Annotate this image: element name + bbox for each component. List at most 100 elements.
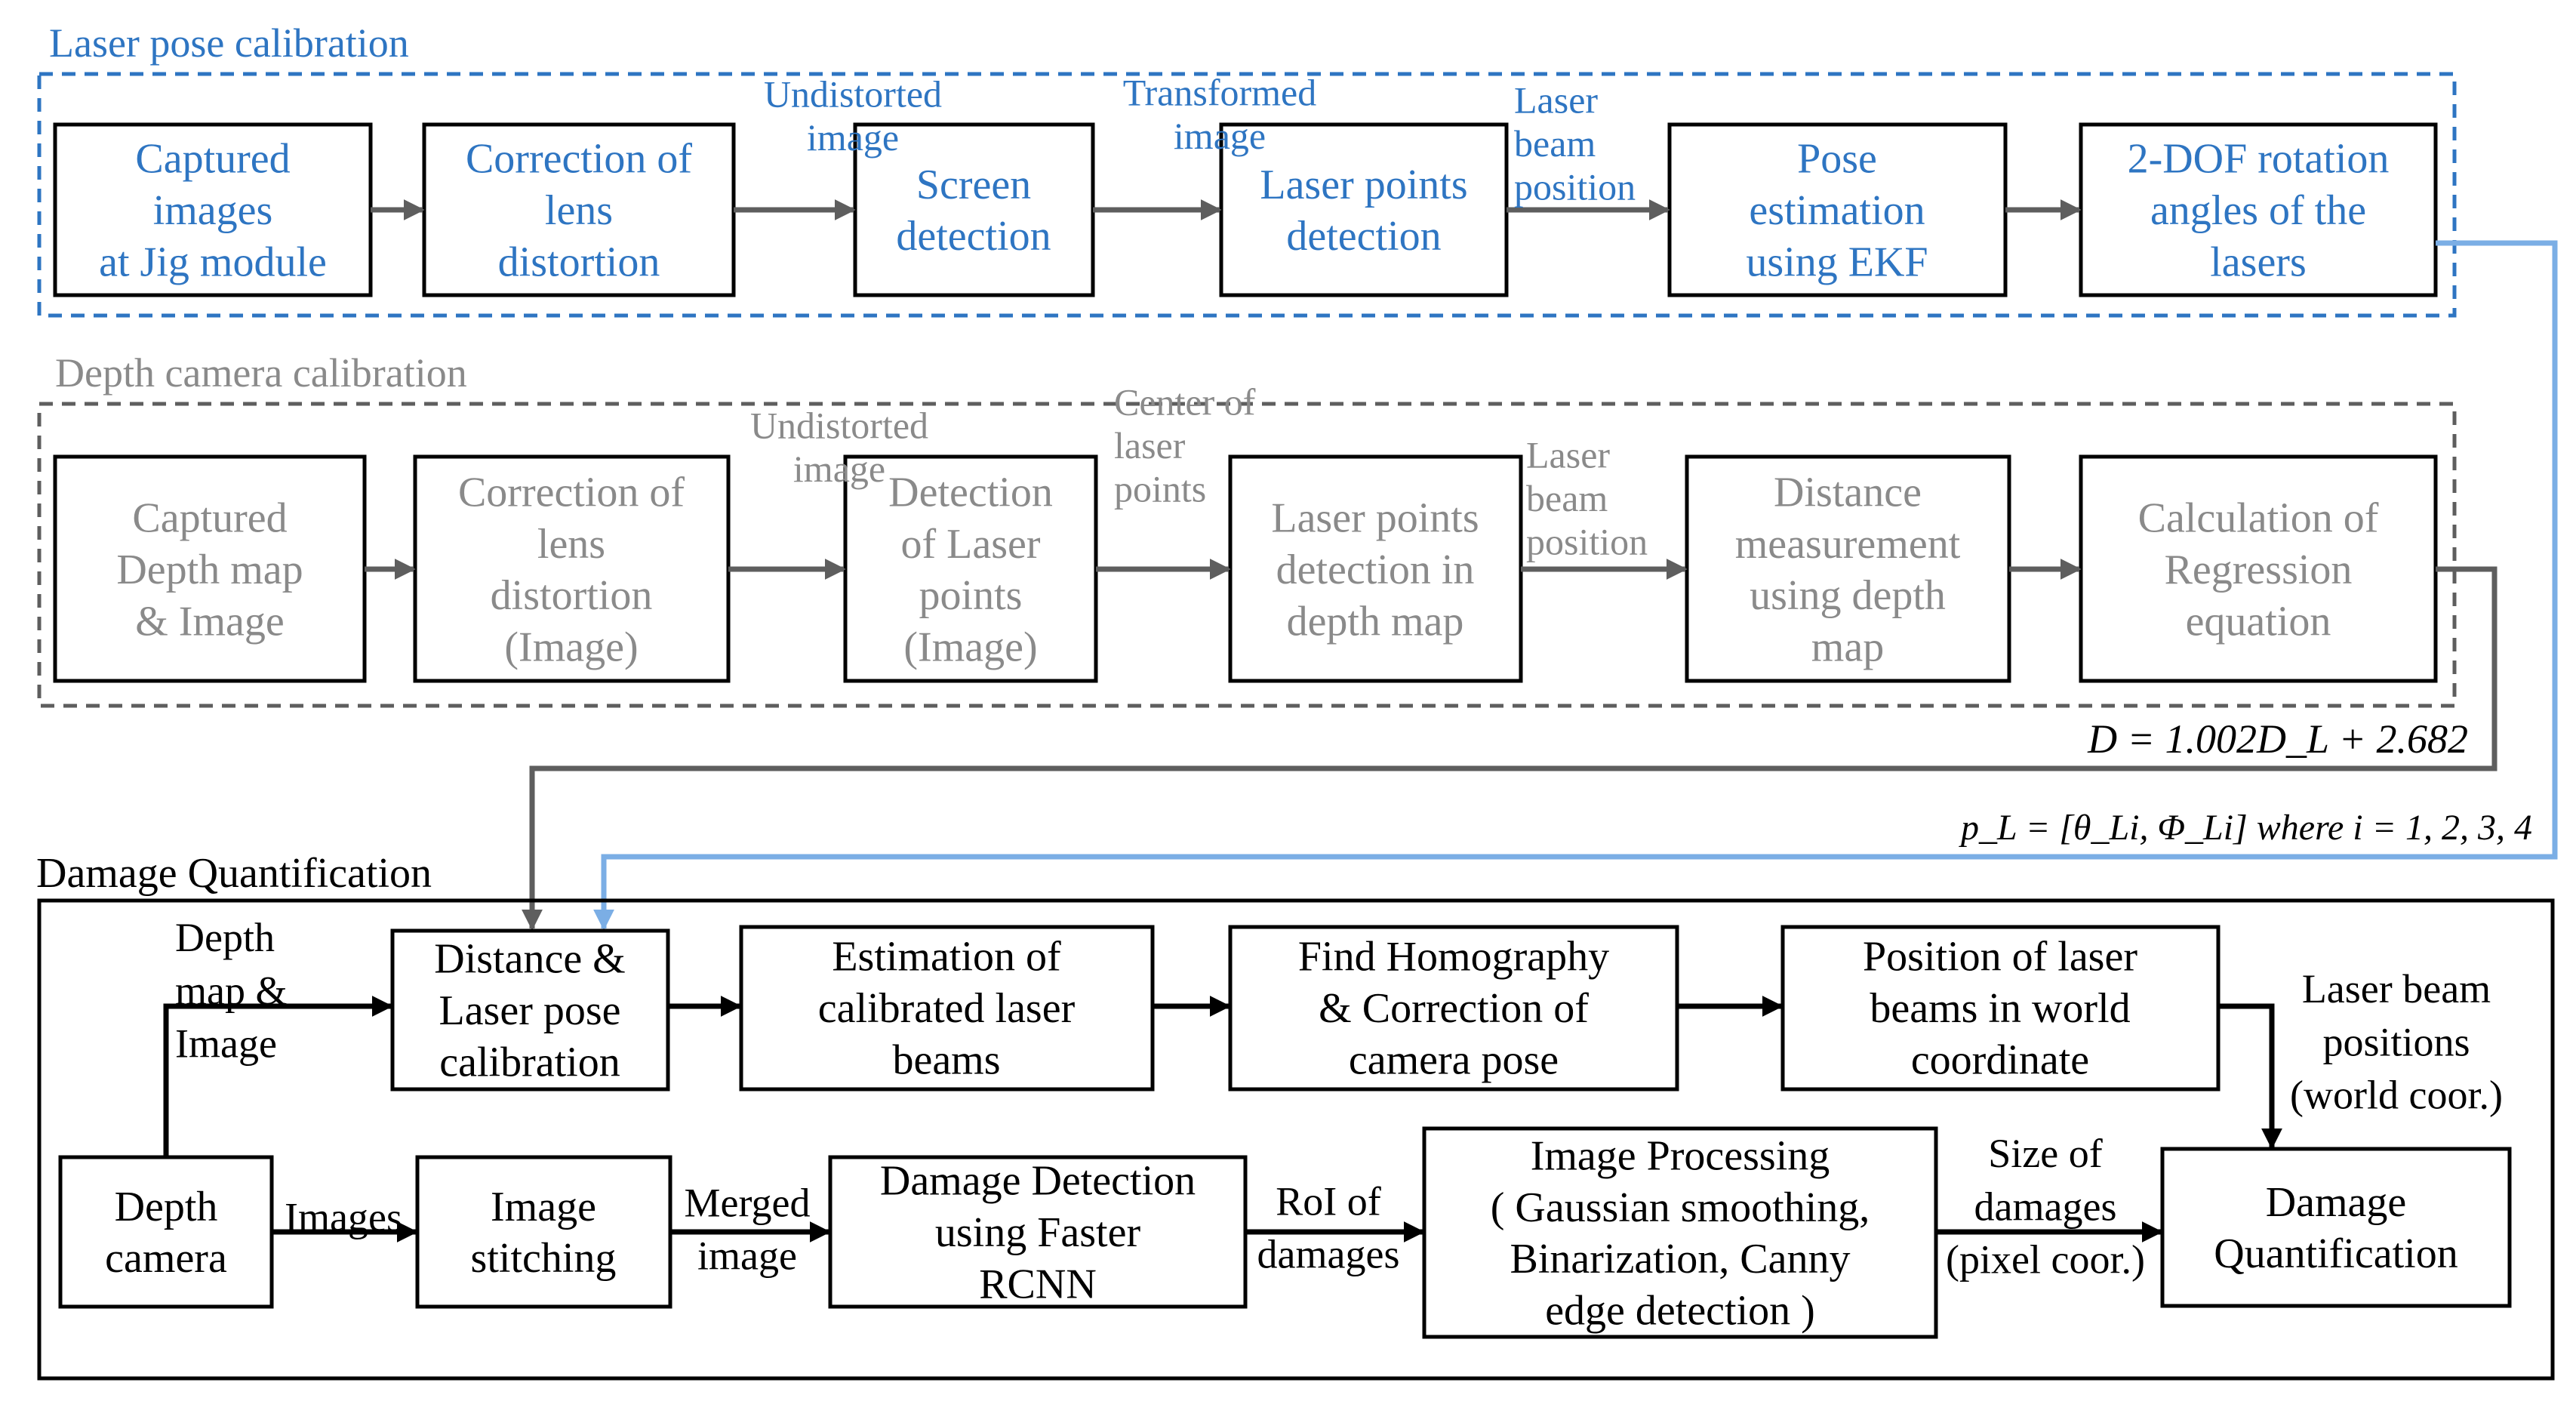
- text-line: Laser beam: [2302, 966, 2491, 1011]
- regression-equation: D = 1.002D_L + 2.682: [2087, 716, 2468, 762]
- text-line: Image: [175, 1021, 277, 1067]
- text-line: Laser points: [1260, 162, 1467, 208]
- depth-box-captured-depth-map: [53, 454, 367, 683]
- text-line: Damage Detection: [880, 1158, 1196, 1205]
- text-line: Correction of: [466, 136, 692, 183]
- damage-box-image-processing: [1422, 1126, 1938, 1339]
- text-line: RCNN: [979, 1261, 1097, 1307]
- text-line: Calculation of: [2138, 495, 2379, 542]
- text-line: calibration: [439, 1039, 620, 1085]
- damage-box-image-stitching: [415, 1155, 672, 1309]
- text-line: (pixel coor.): [1946, 1237, 2145, 1282]
- text-line: image: [697, 1233, 797, 1278]
- text-line: measurement: [1735, 521, 1961, 568]
- text-line: lens: [545, 187, 613, 234]
- text-line: beam: [1526, 477, 1608, 519]
- text-line: using Faster: [935, 1209, 1141, 1256]
- text-line: Screen: [916, 162, 1031, 208]
- text-line: Captured: [132, 495, 287, 542]
- text-line: Damage: [2266, 1179, 2407, 1226]
- depth-section-border: [37, 402, 2457, 708]
- depth-box-lens-correction: [413, 454, 731, 683]
- damage-box-distance-laser-calibration-label: Distance &Laser pose calibration: [434, 936, 625, 1086]
- damage-box-calibrated-beams: [739, 925, 1155, 1092]
- text-line: (Image): [504, 624, 638, 671]
- text-line: Size of: [1988, 1131, 2102, 1176]
- text-line: angles of the: [2150, 187, 2366, 234]
- text-line: Estimation of: [832, 934, 1061, 981]
- text-line: Binarization, Canny: [1510, 1236, 1850, 1282]
- damage-box-depth-camera-label: Depth camera: [105, 1184, 227, 1282]
- laser-box-laser-points-detection-label: Laser points detection: [1260, 162, 1467, 260]
- text-line: image: [807, 116, 899, 159]
- laser-section-border: [37, 72, 2457, 318]
- damage-section-border: [37, 898, 2555, 1381]
- text-line: (Image): [903, 624, 1037, 671]
- text-line: equation: [2186, 598, 2331, 645]
- text-line: distortion: [491, 572, 653, 619]
- laser-box-screen-detection-label: Screen detection: [896, 162, 1051, 260]
- text-line: camera pose: [1349, 1036, 1559, 1083]
- laser-section-title: Laser pose calibration: [49, 20, 409, 66]
- laser-box-pose-estimation: [1667, 122, 2008, 297]
- world-position-to-quantification-arrow: [2218, 1003, 2282, 1150]
- damage-edge-label-laser-positions: Laser beam positions (world coor.): [2290, 966, 2503, 1117]
- text-line: Distance: [1774, 470, 1922, 516]
- text-line: Distance &: [434, 936, 625, 983]
- text-line: Laser points: [1271, 495, 1479, 542]
- damage-edge-label-images: Images: [285, 1194, 402, 1239]
- damage-box-image-stitching-label: Image stitching: [471, 1184, 617, 1282]
- text-line: depth map: [1287, 598, 1464, 645]
- text-line: calibrated laser: [818, 985, 1076, 1032]
- text-line: image: [1174, 115, 1266, 157]
- text-line: distortion: [498, 239, 660, 285]
- text-line: detection: [1286, 213, 1441, 260]
- text-line: positions: [2322, 1019, 2470, 1064]
- damage-box-depth-camera: [58, 1155, 274, 1309]
- laser-pose-equation: p_L = [θ_Li, Φ_Li] where i = 1, 2, 3, 4: [1959, 808, 2532, 848]
- laser-box-screen-detection: [853, 122, 1095, 297]
- text-line: points: [1114, 468, 1206, 510]
- text-line: Find Homography: [1298, 934, 1609, 981]
- text-line: using EKF: [1746, 239, 1928, 285]
- text-line: Image Processing: [1531, 1133, 1830, 1180]
- text-line: damages: [1974, 1184, 2117, 1229]
- text-line: camera: [105, 1235, 227, 1282]
- depth-camera-to-calibration-arrow: [163, 996, 393, 1157]
- text-line: Depth: [175, 915, 275, 960]
- text-line: Depth: [115, 1184, 218, 1230]
- damage-quantification-section: Damage Quantification Distance &Laser po…: [36, 850, 2555, 1381]
- text-line: Correction of: [458, 470, 685, 516]
- text-line: Laser pose: [439, 987, 620, 1034]
- text-line: Images: [285, 1194, 402, 1239]
- text-line: Regression: [2165, 547, 2353, 593]
- text-line: detection: [896, 213, 1051, 260]
- text-line: beams: [892, 1036, 1000, 1083]
- text-line: stitching: [471, 1235, 617, 1282]
- text-line: position: [1526, 521, 1648, 563]
- text-line: coordinate: [1911, 1036, 2089, 1083]
- damage-edge-label-size: Size of damages (pixel coor.): [1946, 1131, 2145, 1282]
- text-line: Image: [491, 1184, 596, 1230]
- text-line: & Correction of: [1319, 985, 1589, 1032]
- text-line: damages: [1257, 1231, 1400, 1276]
- text-line: Undistorted: [764, 72, 942, 115]
- depth-section-title: Depth camera calibration: [55, 350, 467, 396]
- text-line: (world coor.): [2290, 1073, 2503, 1118]
- text-line: Laser: [1514, 79, 1598, 122]
- text-line: of Laser: [900, 521, 1040, 568]
- text-line: beams in world: [1870, 985, 2130, 1032]
- depth-box-regression-label: Calculation of Regression equation: [2138, 495, 2379, 645]
